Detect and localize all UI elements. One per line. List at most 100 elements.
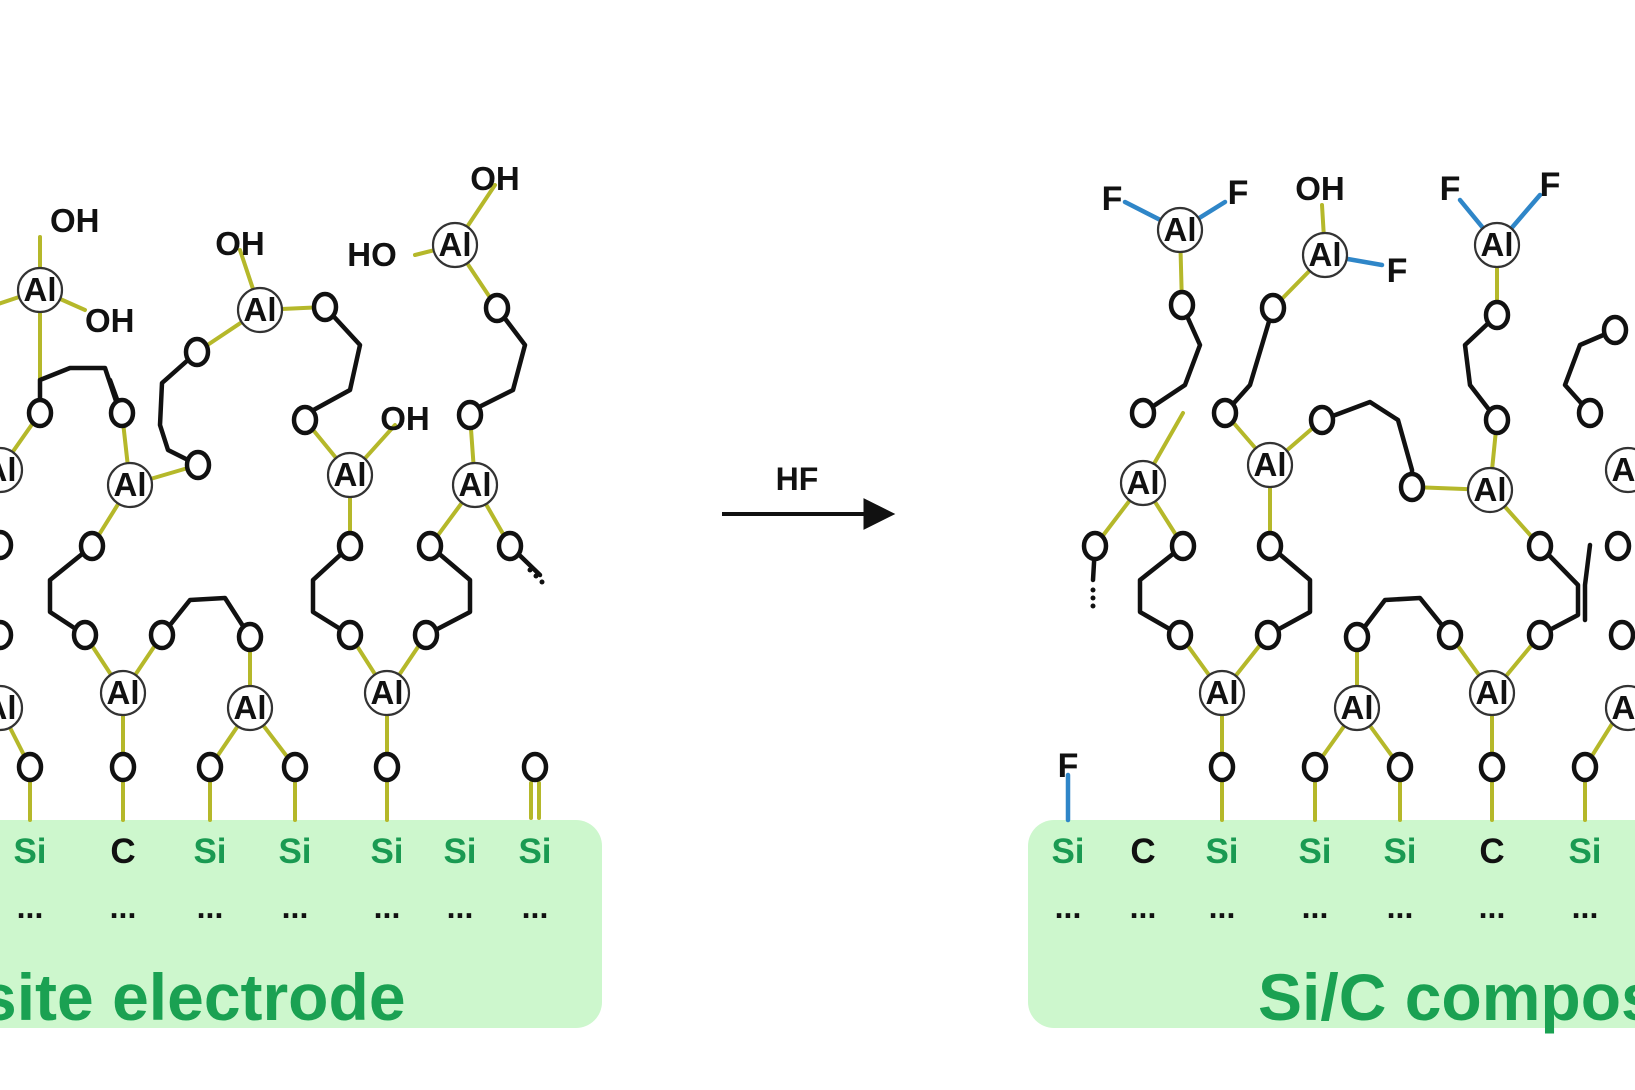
aluminum-atom-ring bbox=[326, 451, 374, 499]
dangling-dot bbox=[533, 573, 539, 579]
oxygen-atom bbox=[1576, 397, 1604, 429]
fluorine-atom-label: F bbox=[1440, 170, 1461, 208]
oxygen-atom bbox=[373, 751, 401, 783]
organic-chain bbox=[1222, 305, 1276, 416]
ellipsis-dots: ... bbox=[522, 889, 549, 925]
aluminum-atom-label: Al bbox=[1309, 236, 1342, 273]
silicon-surface-atom: Si bbox=[518, 832, 551, 871]
oxygen-atom bbox=[1254, 619, 1282, 651]
aluminum-atom-label: Al bbox=[1474, 471, 1507, 508]
aluminum-atom-ring bbox=[431, 221, 479, 269]
aluminum-atom-ring bbox=[106, 461, 154, 509]
aluminum-atom-label: Al bbox=[0, 451, 17, 488]
aluminum-atom-label: Al bbox=[439, 226, 472, 263]
oxygen-atom bbox=[1208, 751, 1236, 783]
oxygen-atom bbox=[1601, 314, 1629, 346]
oxygen-atom bbox=[521, 751, 549, 783]
left-substrate-label: site electrode bbox=[0, 960, 406, 1034]
aluminum-atom-ring bbox=[363, 669, 411, 717]
silicon-surface-atom: Si bbox=[278, 832, 311, 871]
oxygen-atom bbox=[1301, 751, 1329, 783]
hydroxyl-group-label: OH bbox=[50, 202, 100, 239]
aluminum-atom-ring bbox=[0, 684, 24, 732]
organic-chain bbox=[1137, 543, 1186, 638]
aluminum-atom-ring bbox=[1333, 684, 1381, 732]
oxygen-atom bbox=[1526, 619, 1554, 651]
organic-chain bbox=[47, 543, 95, 638]
oxygen-atom bbox=[1343, 621, 1371, 653]
aluminum-atom-label: Al bbox=[107, 674, 140, 711]
organic-chain bbox=[470, 305, 528, 413]
carbon-surface-atom: C bbox=[1130, 832, 1155, 871]
fluorine-atom-label: F bbox=[1228, 174, 1249, 212]
hydroxyl-group-label: HO bbox=[347, 236, 397, 273]
aluminum-atom-ring bbox=[1604, 684, 1635, 732]
oxygen-atom bbox=[16, 751, 44, 783]
ellipsis-dots: ... bbox=[1209, 889, 1236, 925]
oxygen-atom bbox=[483, 292, 511, 324]
hydroxyl-group-label: OH bbox=[470, 160, 520, 197]
oxygen-atom bbox=[1386, 751, 1414, 783]
fluorine-bonds bbox=[1065, 192, 1543, 823]
oxygen-atom bbox=[456, 399, 484, 431]
aluminum-atom-label: Al bbox=[371, 674, 404, 711]
oxygen-atom bbox=[1608, 619, 1635, 651]
aluminum-atom-label: Al bbox=[1206, 674, 1239, 711]
oxygen-atom bbox=[1211, 397, 1239, 429]
oxygen-atom bbox=[1571, 751, 1599, 783]
oxygen-atom bbox=[0, 619, 14, 651]
fluorine-atom-label: F bbox=[1058, 747, 1079, 785]
organic-chain bbox=[310, 543, 353, 638]
aluminum-atom-ring bbox=[1466, 466, 1514, 514]
oxygen-atom bbox=[1166, 619, 1194, 651]
oxygen-atom bbox=[311, 291, 339, 323]
ellipsis-dots: ... bbox=[1302, 889, 1329, 925]
ellipsis-dots: ... bbox=[197, 889, 224, 925]
oxygen-atom bbox=[1604, 530, 1632, 562]
aluminum-atom-ring bbox=[226, 684, 274, 732]
oxygen-atom bbox=[1256, 530, 1284, 562]
carbon-surface-atom: C bbox=[1479, 832, 1504, 871]
oxygen-atom bbox=[1483, 299, 1511, 331]
silicon-surface-atom: Si bbox=[1051, 832, 1084, 871]
silicon-surface-atom: Si bbox=[1568, 832, 1601, 871]
organic-chain bbox=[37, 365, 123, 416]
fluorine-atom-label: F bbox=[1540, 166, 1561, 204]
ellipsis-dots: ... bbox=[1572, 889, 1599, 925]
ellipsis-dots: ... bbox=[1055, 889, 1082, 925]
aluminum-atom-ring bbox=[16, 266, 64, 314]
oxygen-atom bbox=[26, 397, 54, 429]
oxygen-atom bbox=[109, 751, 137, 783]
silicon-surface-atom: Si bbox=[370, 832, 403, 871]
silicon-surface-atom: Si bbox=[13, 832, 46, 871]
oxygen-atom bbox=[496, 530, 524, 562]
organic-chain bbox=[1582, 542, 1593, 623]
organic-chain bbox=[1319, 399, 1415, 490]
oxygen-atom bbox=[196, 751, 224, 783]
aluminum-atom-ring bbox=[1119, 459, 1167, 507]
fluorine-atom-label: F bbox=[1387, 252, 1408, 290]
right-substrate-block bbox=[1028, 820, 1635, 1028]
ellipsis-dots: ... bbox=[1387, 889, 1414, 925]
aluminum-atom-ring bbox=[236, 286, 284, 334]
aluminum-atom-ring bbox=[1604, 446, 1635, 494]
oxygen-atom bbox=[291, 404, 319, 436]
oxygen-atom bbox=[184, 449, 212, 481]
oxygen-atom bbox=[183, 336, 211, 368]
ellipsis-dots: ... bbox=[447, 889, 474, 925]
oxygen-atom bbox=[1526, 530, 1554, 562]
organic-chain bbox=[1354, 595, 1453, 640]
oxygen-atom bbox=[71, 619, 99, 651]
aluminum-atom-label: Al bbox=[24, 271, 57, 308]
oxygen-atom bbox=[1436, 619, 1464, 651]
ellipsis-dots: ... bbox=[17, 889, 44, 925]
oxygen-atom bbox=[281, 751, 309, 783]
aluminum-atom-ring bbox=[99, 669, 147, 717]
organic-chain bbox=[302, 304, 363, 423]
silicon-surface-atom: Si bbox=[193, 832, 226, 871]
organic-chain bbox=[1537, 543, 1581, 638]
organic-chain bbox=[159, 595, 253, 640]
aluminum-atom-label: Al bbox=[1476, 674, 1509, 711]
aluminum-atom-ring bbox=[1301, 231, 1349, 279]
